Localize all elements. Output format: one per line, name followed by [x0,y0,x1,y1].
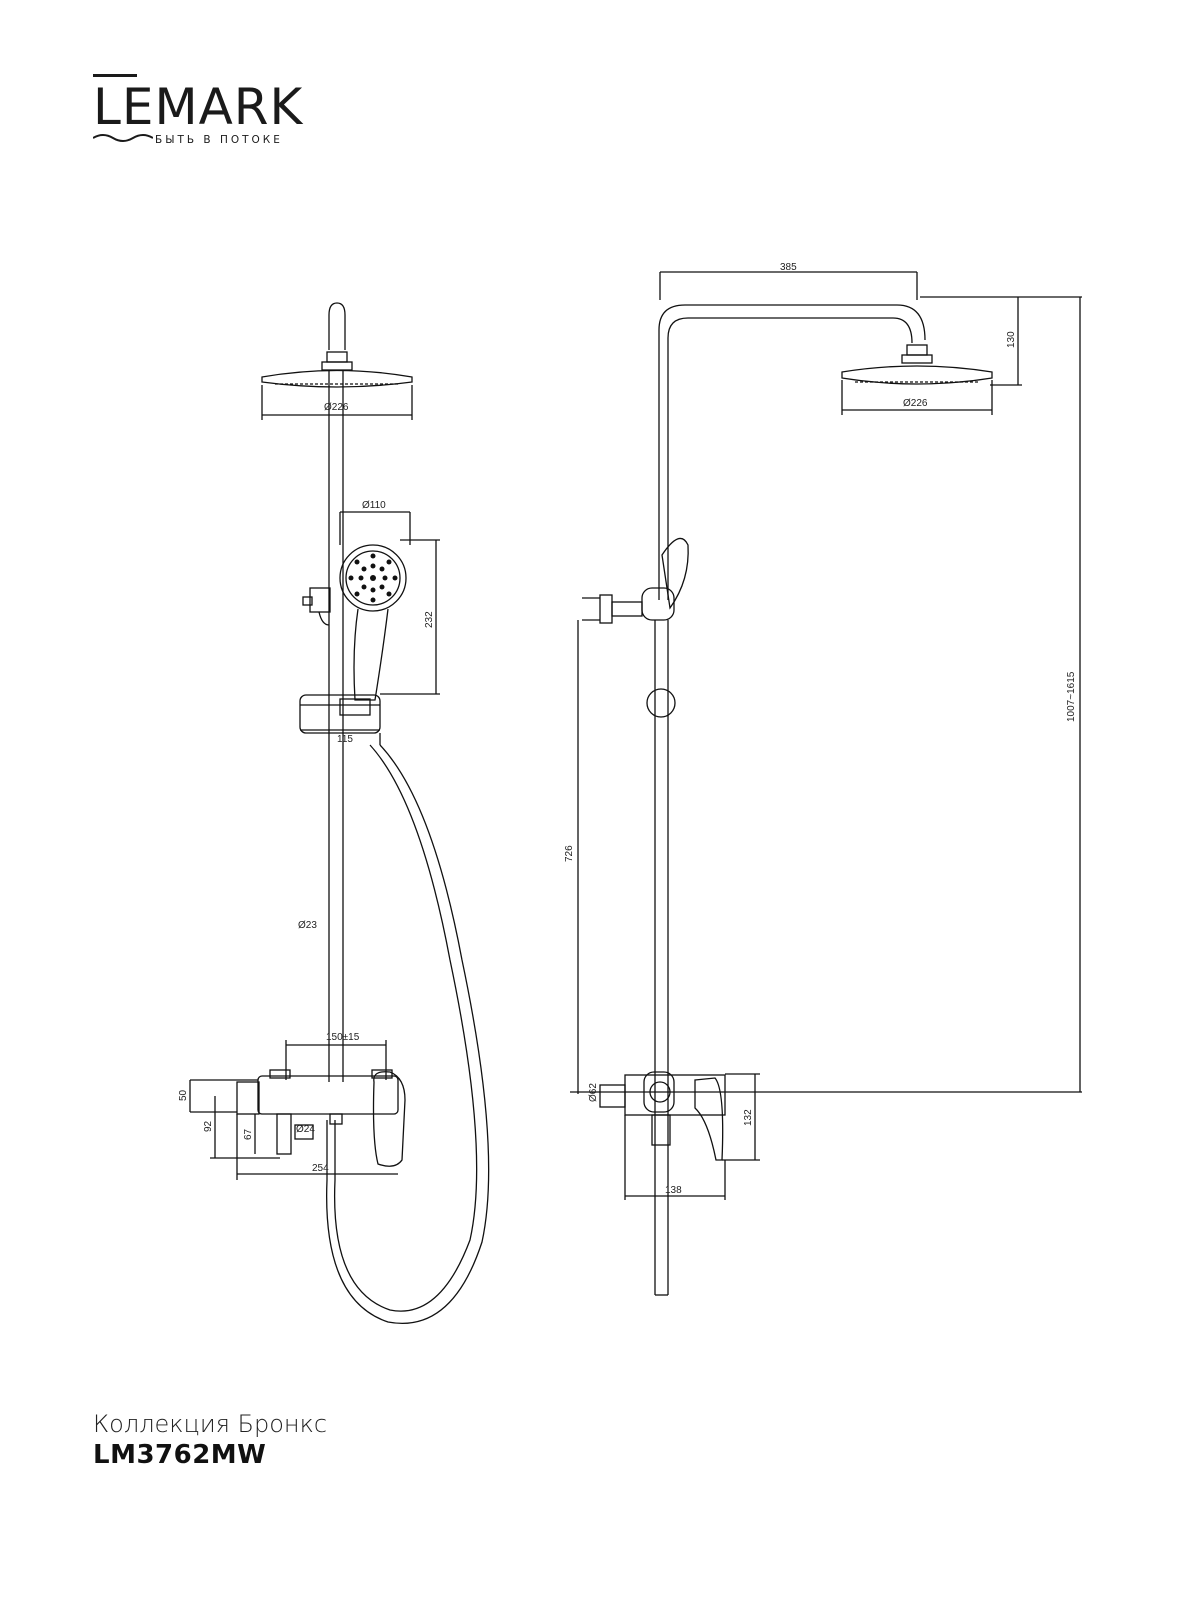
side-head-diameter-label: Ø226 [903,398,928,409]
side-total-height-label: 1007~1615 [1066,671,1077,722]
side-body-diameter-label: Ø62 [588,1083,599,1102]
front-mixer-height-label: 50 [178,1089,189,1101]
front-rod-diameter-label: Ø23 [298,920,317,931]
front-holder-offset-label: 115 [337,734,353,745]
front-outlet-drop-label: 92 [203,1120,214,1132]
side-arm-reach-label: 385 [780,262,797,273]
side-bracket-height-label: 726 [564,845,575,862]
side-view [570,271,1082,1296]
logo-tagline: БЫТЬ В ПОТОКЕ [155,134,283,146]
logo-wordmark: LEMARK [93,78,304,136]
side-mixer-depth-label: 138 [665,1185,682,1196]
front-mixer-spacing-label: 150±15 [326,1032,360,1043]
side-arm-drop-label: 130 [1006,331,1017,348]
logo-bar [93,74,137,77]
front-mixer-width-label: 254 [312,1163,329,1174]
front-hand-diameter-label: Ø110 [362,500,386,511]
front-outlet-diameter-label: Ø24 [296,1124,315,1135]
dimension-labels: Ø226 Ø110 232 115 Ø23 150±15 50 92 67 Ø2… [178,262,1077,1196]
collection-name: Коллекция Бронкс [93,1410,328,1438]
logo-wave-icon [93,134,153,142]
brand-logo: LEMARK БЫТЬ В ПОТОКЕ [93,74,343,154]
front-head-diameter-label: Ø226 [324,402,349,413]
model-number: LM3762MW [93,1440,267,1470]
front-view [189,302,490,1324]
side-lever-height-label: 132 [743,1109,754,1126]
front-outlet-length-label: 67 [243,1128,254,1140]
front-hand-length-label: 232 [424,611,435,628]
